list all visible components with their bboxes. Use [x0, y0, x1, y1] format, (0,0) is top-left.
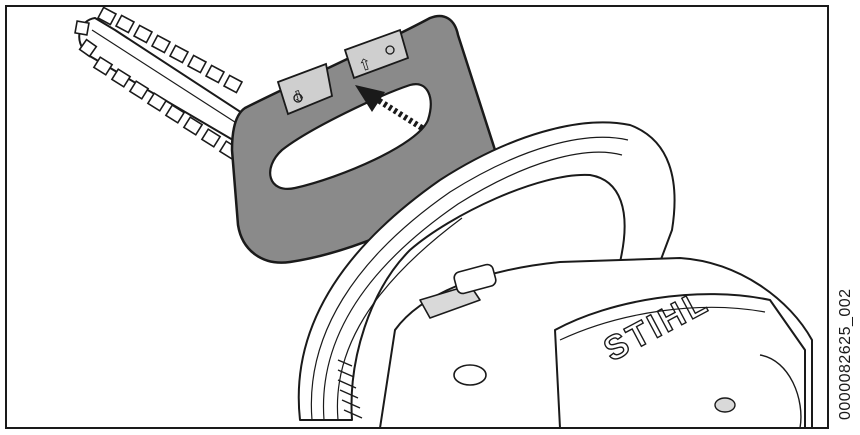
- front-handle: [297, 121, 676, 421]
- saw-chain: [74, 6, 244, 160]
- push-direction-arrow: [355, 85, 424, 131]
- svg-text:⇧: ⇧: [356, 54, 375, 76]
- brake-release-pictogram: ⇩: [276, 62, 334, 116]
- document-code: 0000082625_002: [837, 288, 854, 420]
- engine-housing: [379, 257, 813, 429]
- brake-engage-pictogram: ⇧: [343, 28, 410, 80]
- svg-text:⇩: ⇩: [290, 85, 309, 107]
- cooling-vents: [337, 359, 363, 419]
